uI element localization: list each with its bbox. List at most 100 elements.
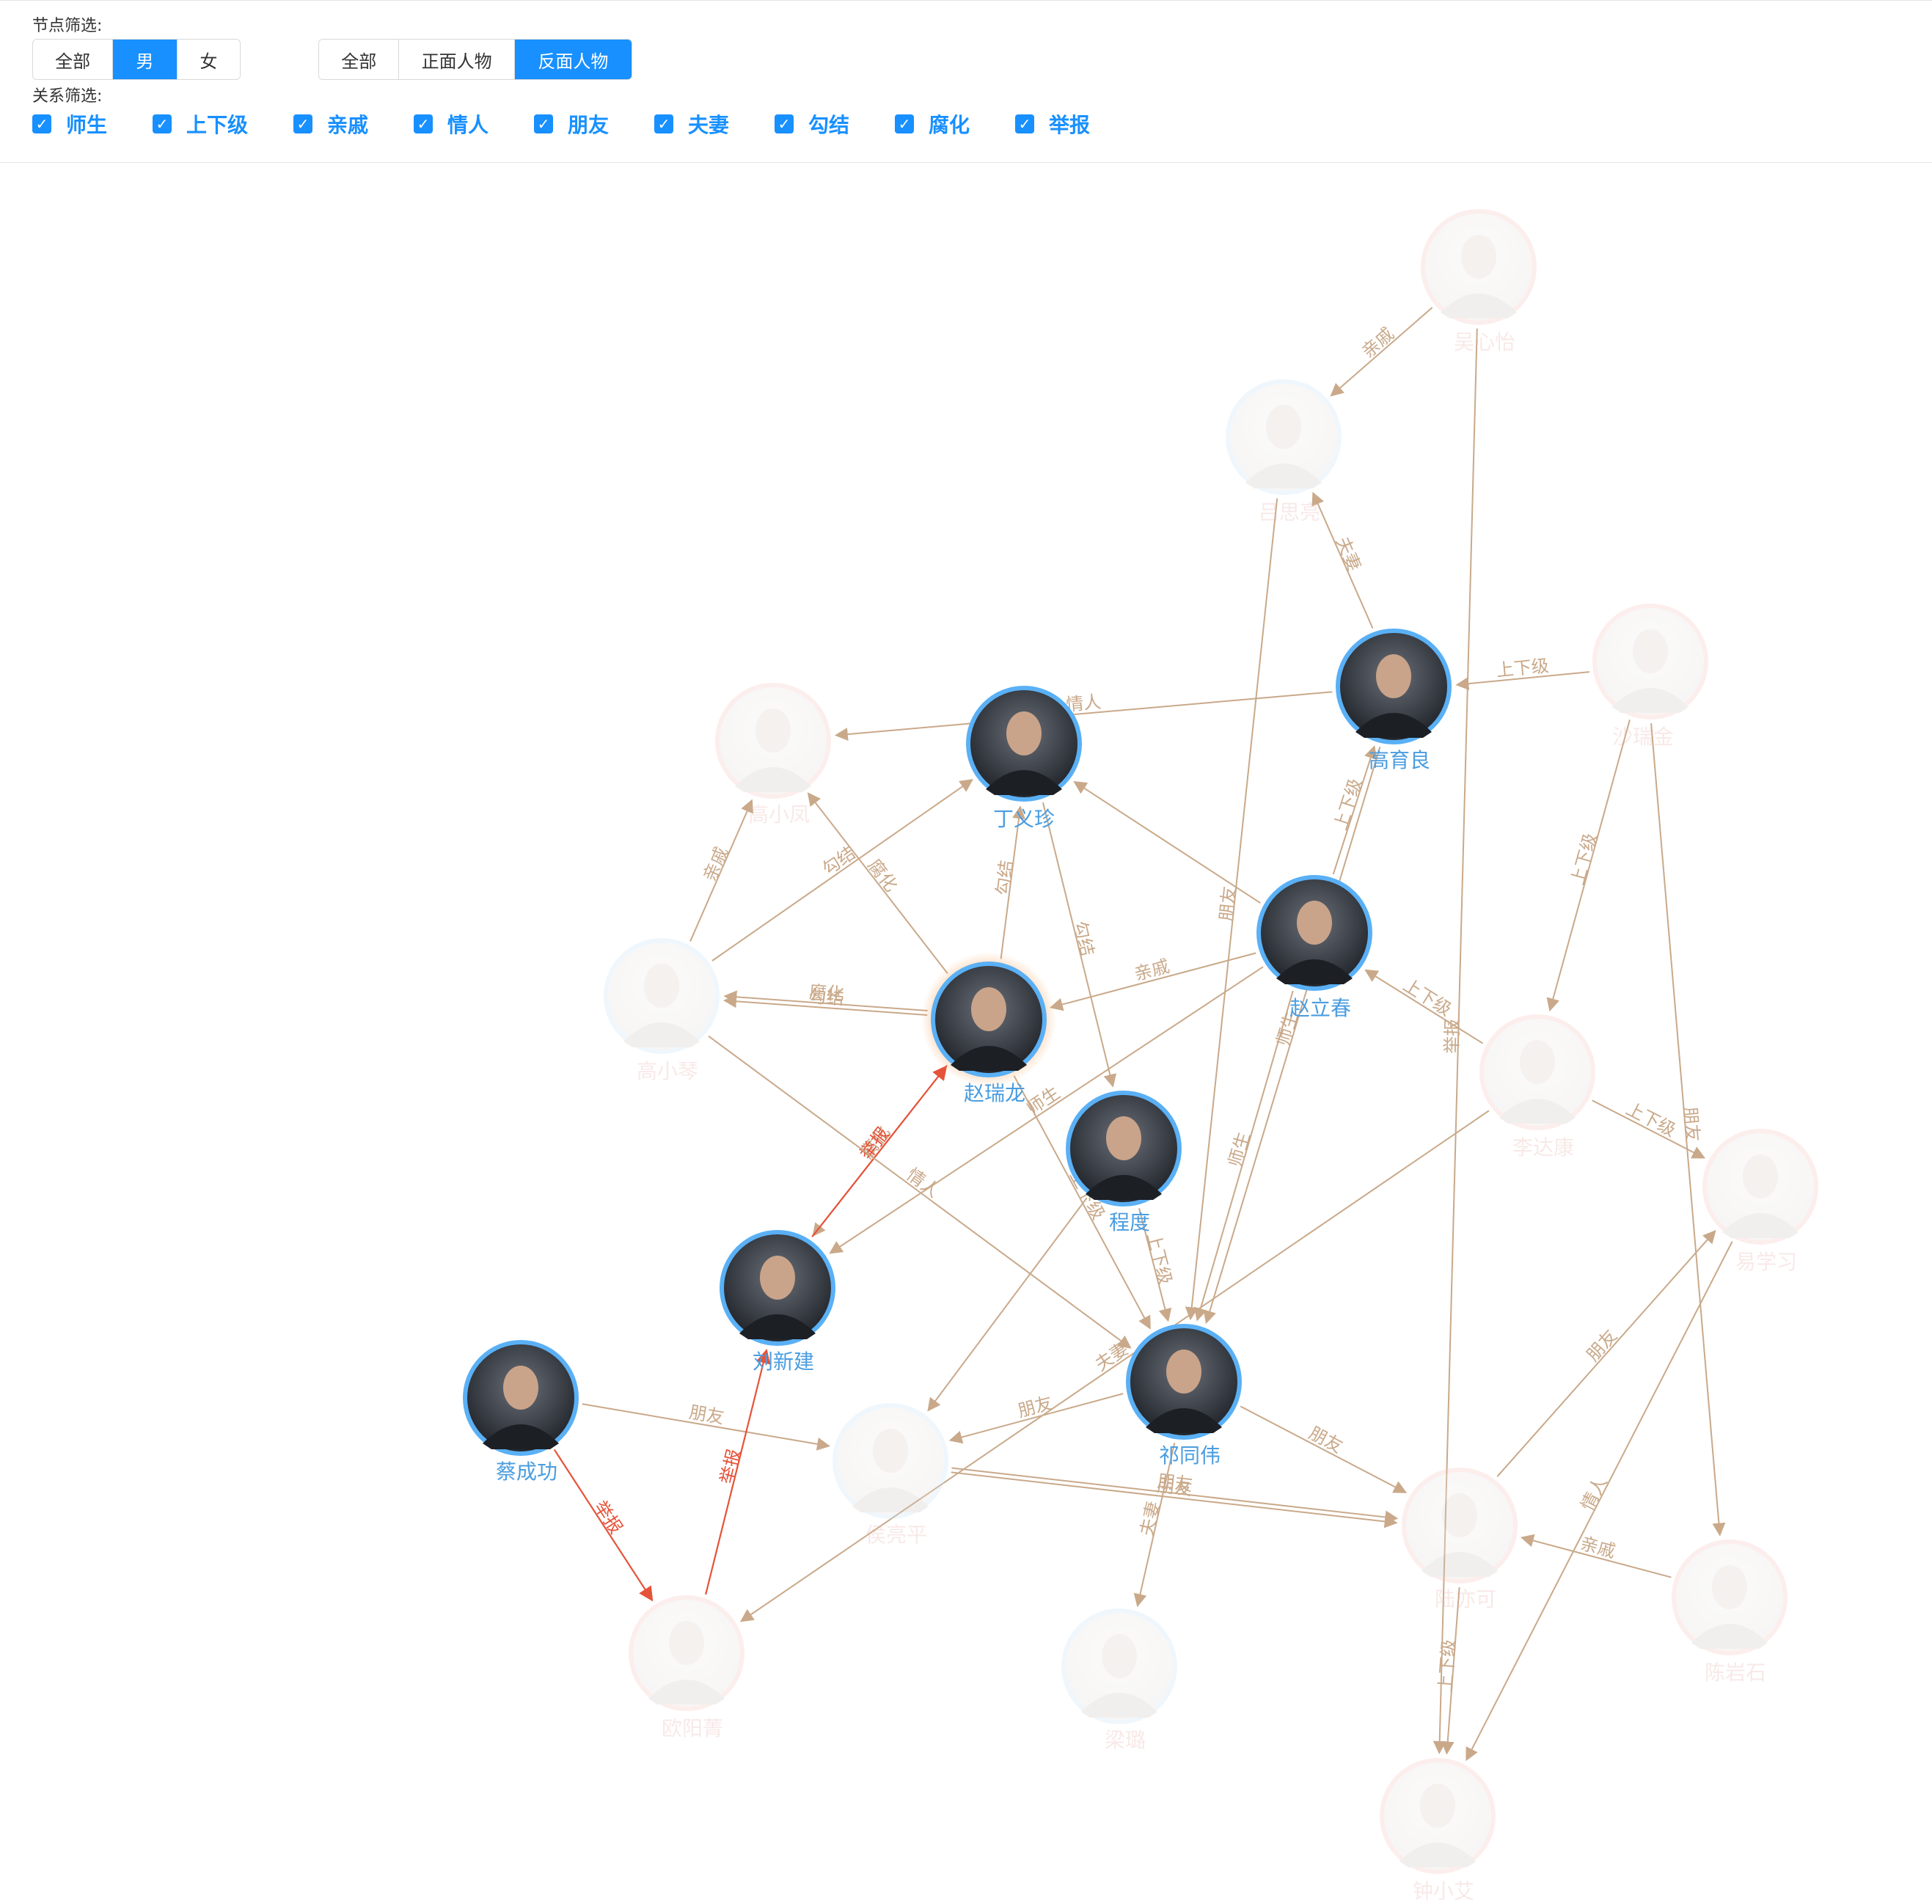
edge-liu-zhaorl[interactable]: 举报 [811, 1065, 948, 1237]
node-cai[interactable]: 蔡成功 [463, 1340, 579, 1484]
portrait-body-icon [623, 1022, 700, 1047]
edge-lu-qi[interactable]: 朋友 [1185, 498, 1278, 1321]
edge-sha-gao[interactable]: 上下级 [1455, 655, 1590, 691]
node-label: 梁璐 [1105, 1728, 1146, 1752]
checkmark-icon: ✓ [414, 114, 433, 133]
edge-line [1546, 720, 1631, 1012]
node-gaoxf[interactable]: 高小凤 [715, 683, 831, 827]
relation-checkbox-corruption[interactable]: ✓腐化 [895, 109, 1015, 139]
avatar [1421, 209, 1537, 325]
edge-zhaolc-gao[interactable]: 上下级 [1331, 745, 1377, 875]
relation-checkbox-spouse[interactable]: ✓夫妻 [654, 109, 775, 139]
edge-gao-gaoxf[interactable]: 情人 [834, 691, 1333, 742]
role-option-negative[interactable]: 反面人物 [514, 40, 632, 79]
edge-qi-luhui[interactable]: 朋友 [1240, 1405, 1408, 1493]
edge-line [1364, 969, 1484, 1044]
node-label: 陆亦可 [1435, 1587, 1496, 1611]
portrait-body-icon [852, 1487, 929, 1512]
node-gaoxq[interactable]: 高小琴 [604, 938, 720, 1083]
relation-checkbox-label: 师生 [66, 113, 108, 137]
edge-label: 朋友 [1015, 1392, 1055, 1421]
relation-checkbox-collusion[interactable]: ✓勾结 [775, 109, 895, 139]
edge-zhaorl-gaoxq[interactable]: 腐化 [723, 981, 928, 1012]
edge-label: 情人 [1577, 1473, 1611, 1514]
node-lu[interactable]: 吕思亮 [1226, 379, 1342, 524]
edge-zhaorl-ding[interactable]: 勾结 [992, 805, 1025, 959]
edge-gao-lu[interactable]: 夫妻 [1311, 491, 1374, 629]
edge-label: 勾结 [992, 859, 1017, 896]
edge-label: 上下级 [1143, 1231, 1176, 1287]
node-yi[interactable]: 易学习 [1702, 1129, 1818, 1274]
portrait-body-icon [1399, 1842, 1476, 1867]
edge-label: 上下级 [1331, 776, 1366, 832]
edge-sha-cheny[interactable]: 朋友 [1650, 723, 1726, 1537]
node-liangl[interactable]: 梁璐 [1061, 1608, 1177, 1752]
role-option-all[interactable]: 全部 [319, 40, 400, 79]
edge-li-zhaolc[interactable]: 上下级 [1364, 969, 1484, 1044]
edge-ding-cheng[interactable]: 勾结 [1042, 802, 1117, 1088]
node-label: 欧阳菁 [662, 1716, 723, 1740]
node-hou[interactable]: 侯亮平 [833, 1403, 948, 1547]
edge-gao-qi[interactable]: 师生 [1203, 746, 1381, 1325]
avatar [1702, 1129, 1818, 1245]
node-sha[interactable]: 沙瑞金 [1592, 604, 1708, 749]
edge-label: 举报 [716, 1447, 744, 1486]
edge-line [1466, 1241, 1733, 1762]
node-gao[interactable]: 高育良 [1336, 629, 1452, 772]
edge-qi-hou[interactable]: 朋友 [948, 1392, 1124, 1444]
node-zhaolc[interactable]: 赵立春 [1256, 875, 1372, 1020]
edge-luhui-zhong[interactable]: 上下级 [1435, 1587, 1460, 1755]
node-qi[interactable]: 祁同伟 [1126, 1324, 1242, 1468]
relation-checkbox-label: 情人 [447, 113, 489, 137]
node-cheng[interactable]: 程度 [1066, 1091, 1182, 1234]
relation-checkbox-mentor[interactable]: ✓师生 [32, 109, 153, 139]
filter-toolbar: 节点筛选: 全部 男 女 全部 正面人物 反面人物 关系筛选: ✓师生 ✓上下级… [0, 0, 1932, 163]
edge-sha-li[interactable]: 上下级 [1546, 720, 1631, 1012]
role-option-positive[interactable]: 正面人物 [399, 40, 515, 79]
relation-checkbox-lover[interactable]: ✓ 情人 [414, 109, 534, 139]
relation-checkbox-relative[interactable]: ✓亲戚 [293, 109, 414, 139]
edge-zhaorl-gaoxf[interactable]: 腐化 [807, 792, 948, 974]
edge-hou-luhui[interactable]: 朋友 [951, 1471, 1398, 1528]
edge-luhui-yi[interactable]: 朋友 [1496, 1229, 1716, 1477]
edge-hou-luhui[interactable]: 朋友 [951, 1467, 1399, 1524]
edge-cai-ouy[interactable]: 举报 [553, 1449, 654, 1602]
gender-option-all[interactable]: 全部 [33, 40, 114, 79]
edge-cheng-hou[interactable] [927, 1197, 1088, 1412]
relation-checkbox-friend[interactable]: ✓朋友 [534, 109, 654, 139]
relation-checkbox-label: 亲戚 [327, 113, 369, 137]
node-label: 侯亮平 [866, 1523, 927, 1547]
node-liu[interactable]: 刘新建 [720, 1230, 835, 1374]
edge-label: 师生 [1023, 1083, 1064, 1119]
relation-checkbox-label: 勾结 [808, 113, 850, 137]
node-zhaorl[interactable]: 赵瑞龙 [921, 952, 1056, 1105]
edge-label: 勾结 [808, 986, 845, 1008]
node-cheny[interactable]: 陈岩石 [1672, 1539, 1788, 1685]
gender-option-male[interactable]: 男 [113, 40, 178, 79]
edge-wu-lu[interactable]: 亲戚 [1330, 307, 1433, 397]
edge-zhaolc-ding[interactable] [1073, 780, 1261, 904]
node-li[interactable]: 李达康 [1479, 1014, 1595, 1160]
relation-checkbox-superior[interactable]: ✓上下级 [153, 109, 293, 139]
edge-zhaorl-gaoxq[interactable]: 勾结 [722, 986, 928, 1016]
gender-option-female[interactable]: 女 [177, 40, 240, 79]
relation-checkbox-report[interactable]: ✓举报 [1015, 109, 1135, 139]
portrait-body-icon [1276, 959, 1353, 984]
edge-cai-hou[interactable]: 朋友 [582, 1402, 831, 1451]
edge-label: 夫妻 [1136, 1499, 1164, 1538]
edge-gaoxq-gaoxf[interactable]: 亲戚 [689, 799, 753, 942]
node-luhui[interactable]: 陆亦可 [1402, 1468, 1518, 1611]
relation-checkbox-group: ✓师生 ✓上下级 ✓亲戚 ✓ 情人 ✓朋友 ✓夫妻 ✓勾结 ✓腐化 ✓举报 [32, 109, 1135, 139]
portrait-head-icon [1743, 1154, 1778, 1198]
node-zhong[interactable]: 钟小艾 [1380, 1758, 1496, 1903]
node-label: 丁义珍 [993, 807, 1055, 831]
node-ding[interactable]: 丁义珍 [966, 686, 1082, 831]
relation-filter-label: 关系筛选: [32, 87, 103, 106]
node-wu[interactable]: 吴心怡 [1421, 209, 1537, 354]
edge-zhaolc-qi[interactable]: 师生 [1194, 990, 1294, 1322]
edge-label: 腐化 [863, 855, 901, 896]
node-ouy[interactable]: 欧阳菁 [629, 1595, 744, 1740]
edge-cheny-luhui[interactable]: 亲戚 [1520, 1533, 1672, 1578]
edge-ouy-liu[interactable]: 举报 [705, 1348, 771, 1595]
